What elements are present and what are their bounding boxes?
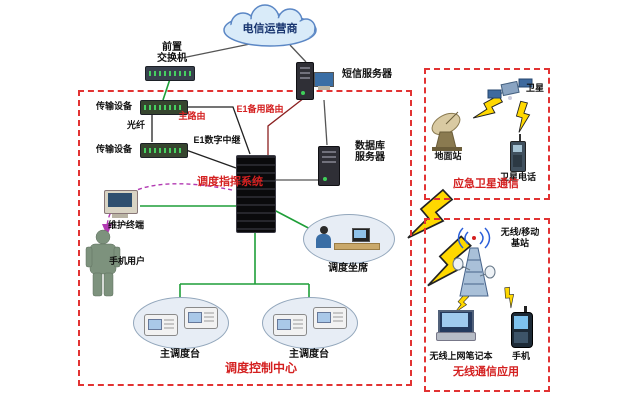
seat-person-body: [316, 234, 331, 248]
console-keys: [333, 312, 343, 324]
laptop-display: [442, 313, 468, 327]
dispatch-command-system-label: 调度指挥系统: [197, 176, 263, 188]
console-screen: [317, 312, 331, 323]
crt-base: [112, 214, 128, 218]
wireless-app-label: 无线通信应用: [453, 366, 519, 378]
transmission-ports: [144, 148, 184, 153]
cloud-shape: [223, 4, 317, 47]
dispatch-control-center-label: 调度控制中心: [224, 361, 297, 375]
satellite-phone-label: 卫星电话: [499, 172, 536, 182]
seat-monitor-screen: [354, 230, 366, 238]
database-server-label: 数据库 服务器: [355, 141, 385, 163]
phone-keys: [514, 332, 528, 343]
database-server-icon: [318, 146, 340, 186]
ground-station-label: 地面站: [434, 151, 462, 161]
tower-led: [323, 177, 327, 181]
seat-person-head: [320, 226, 328, 234]
console-device-icon: [184, 307, 218, 329]
console-device-icon: [144, 314, 178, 336]
laptop-icon: [436, 310, 476, 341]
e1-backup-route-label: E1备用路由: [236, 104, 284, 114]
transmission-bottom-label: 传输设备: [95, 144, 132, 154]
main-console-left-label: 主调度台: [160, 349, 200, 360]
satellite-phone-icon: [508, 134, 526, 172]
front-switch-label: 前置 交换机: [157, 42, 187, 64]
console-screen: [277, 319, 291, 330]
dispatch-server-rack-icon: [236, 155, 276, 233]
emergency-satcom-label: 应急卫星通信: [453, 178, 519, 190]
telecom-operator-label: 电信运营商: [242, 23, 298, 35]
transmission-device-icon: [140, 143, 188, 158]
mobile-phone-icon: [510, 306, 533, 348]
satellite-label: 卫星: [525, 83, 544, 93]
wireless-laptop-label: 无线上网笔记本: [429, 351, 493, 361]
tower-led: [301, 91, 305, 95]
wireless-app-box: [424, 218, 550, 392]
laptop-base: [436, 332, 476, 341]
mobile-phone-label: 手机: [511, 351, 530, 361]
satellite-icon: [487, 78, 533, 100]
main-console-right-ellipse: [262, 297, 358, 349]
mobile-user-label: 手机用户: [108, 256, 145, 266]
phone-keys: [513, 155, 522, 167]
console-device-icon: [313, 307, 347, 329]
maintenance-dashed-arrow: [102, 183, 233, 236]
monitor-screen: [314, 72, 334, 87]
monitor-base: [318, 86, 330, 90]
wifi-waves-icon: [457, 227, 491, 249]
emergency-satcom-box: [424, 68, 550, 200]
console-keys: [293, 319, 303, 331]
dispatch-seat-ellipse: [303, 214, 395, 264]
main-console-right-label: 主调度台: [289, 349, 329, 360]
e1-digital-trunk-label: E1数字中继: [193, 135, 241, 145]
crt-screen: [108, 193, 132, 207]
dispatch-control-center-box: [78, 90, 412, 386]
base-station-icon: [452, 247, 496, 297]
transmission-device-icon: [140, 100, 188, 115]
console-keys: [204, 312, 214, 324]
console-screen: [148, 319, 162, 330]
maintenance-terminal-icon: [104, 190, 138, 218]
sms-server-tower-icon: [296, 62, 314, 100]
sms-server-monitor-icon: [314, 72, 334, 91]
fiber-label: 光纤: [126, 120, 145, 130]
transmission-ports: [144, 105, 184, 110]
tower-slots: [300, 67, 310, 81]
base-station-label: 无线/移动 基站: [500, 227, 540, 248]
connection-lines: [140, 43, 328, 299]
dispatch-seat-label: 调度坐席: [328, 263, 368, 274]
transmission-top-label: 传输设备: [95, 101, 132, 111]
switch-icon: [145, 66, 195, 81]
sms-server-label: 短信服务器: [342, 69, 392, 80]
person-icon: [85, 229, 121, 297]
phone-antenna: [524, 306, 527, 313]
maintenance-terminal-label: 维护终端: [107, 220, 144, 230]
console-device-icon: [273, 314, 307, 336]
main-route-label: 主路由: [178, 111, 206, 121]
switch-ports: [149, 71, 191, 76]
seat-desk: [334, 243, 380, 250]
main-console-left-ellipse: [133, 297, 229, 349]
phone-screen: [513, 145, 522, 152]
console-screen: [188, 312, 202, 323]
console-keys: [164, 319, 174, 331]
phone-antenna: [519, 134, 521, 142]
ground-station-icon: [431, 111, 462, 151]
tower-slots: [322, 151, 336, 165]
phone-screen: [514, 316, 528, 329]
